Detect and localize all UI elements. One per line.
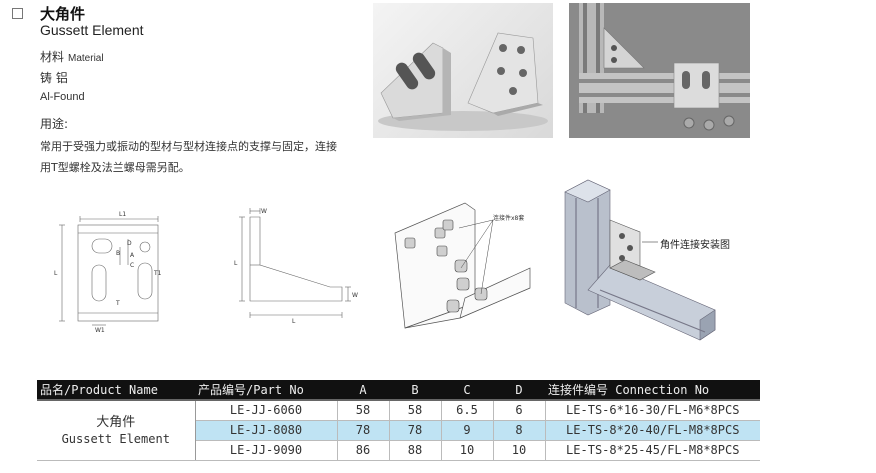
col-a: A <box>337 380 389 400</box>
d-cell: 8 <box>493 420 546 441</box>
dim-a: A <box>130 252 135 259</box>
table-row: 大角件 Gussett Element LE-JJ-6060 58 58 6.5… <box>37 399 760 461</box>
connection-cell: LE-TS-6*16-30/FL-M6*8PCS <box>545 399 760 421</box>
part-no-cell: LE-JJ-8080 <box>195 420 338 441</box>
dim-t: T <box>115 300 120 307</box>
dim-l: L <box>54 270 58 277</box>
col-c: C <box>441 380 493 400</box>
usage-label: 用途: <box>40 117 69 131</box>
part-no-cell: LE-JJ-6060 <box>195 399 338 421</box>
part-no-cell: LE-JJ-9090 <box>195 440 338 461</box>
product-photo-gussets <box>373 3 553 138</box>
d-cell: 6 <box>493 399 546 421</box>
material-label-en: Material <box>68 53 104 64</box>
table-header-row: 品名/Product Name 产品编号/Part No A B C D 连接件… <box>37 380 760 400</box>
iso-callout: 连接件x8套 <box>493 214 524 222</box>
c-cell: 10 <box>441 440 494 461</box>
dim-b: B <box>116 250 120 257</box>
a-cell: 86 <box>337 440 390 461</box>
title-en: Gussett Element <box>40 22 144 38</box>
connection-cell: LE-TS-8*20-40/FL-M8*8PCS <box>545 420 760 441</box>
dim-d: D <box>127 240 132 247</box>
side-dim-l-vertical: L <box>234 260 238 267</box>
a-cell: 58 <box>337 399 390 421</box>
material-value: 铸 铝 <box>40 71 68 85</box>
connection-cell: LE-TS-8*25-45/FL-M8*8PCS <box>545 440 760 461</box>
dim-t1: T1 <box>153 270 162 277</box>
b-cell: 88 <box>389 440 442 461</box>
side-view-drawing: W L L W <box>230 205 360 325</box>
assembly-drawing: 角件连接安装图 <box>560 179 760 355</box>
col-product-name: 品名/Product Name <box>37 380 195 400</box>
col-b: B <box>389 380 441 400</box>
product-name-en: Gussett Element <box>61 431 170 446</box>
col-connection-no: 连接件编号 Connection No <box>545 380 760 400</box>
b-cell: 58 <box>389 399 442 421</box>
table-row: LE-JJ-8080 78 78 9 8 LE-TS-8*20-40/FL-M8… <box>37 420 760 441</box>
material-label-cn: 材料 <box>40 50 65 64</box>
title-cn: 大角件 <box>40 5 86 23</box>
dim-c: C <box>130 262 134 269</box>
front-view-drawing: L1 D B A C T1 L T W1 <box>50 205 190 335</box>
side-dim-l-horizontal: L <box>292 318 296 325</box>
product-name-cn: 大角件 <box>96 414 136 430</box>
usage-text: 常用于受强力或振动的型材与型材连接点的支撑与固定，连接用T型螺栓及法兰螺母需另配… <box>40 140 337 174</box>
c-cell: 6.5 <box>441 399 494 421</box>
side-dim-w: W <box>261 208 267 215</box>
dim-w1: W1 <box>95 327 105 334</box>
a-cell: 78 <box>337 420 390 441</box>
d-cell: 10 <box>493 440 546 461</box>
product-name-cell: 大角件 Gussett Element <box>37 399 196 461</box>
product-photo-installed <box>569 3 750 138</box>
assembly-callout: 角件连接安装图 <box>660 240 730 251</box>
table-row: LE-JJ-9090 86 88 10 10 LE-TS-8*25-45/FL-… <box>37 440 760 461</box>
col-d: D <box>493 380 545 400</box>
material-brand: Al-Found <box>40 91 85 103</box>
b-cell: 78 <box>389 420 442 441</box>
c-cell: 9 <box>441 420 494 441</box>
side-dim-w-small: W <box>352 292 358 299</box>
spec-table: 品名/Product Name 产品编号/Part No A B C D 连接件… <box>37 380 760 461</box>
section-checkbox <box>12 8 23 19</box>
col-part-no: 产品编号/Part No <box>195 380 337 400</box>
isometric-drawing: 连接件x8套 <box>385 198 535 338</box>
dim-l1: L1 <box>119 211 126 218</box>
